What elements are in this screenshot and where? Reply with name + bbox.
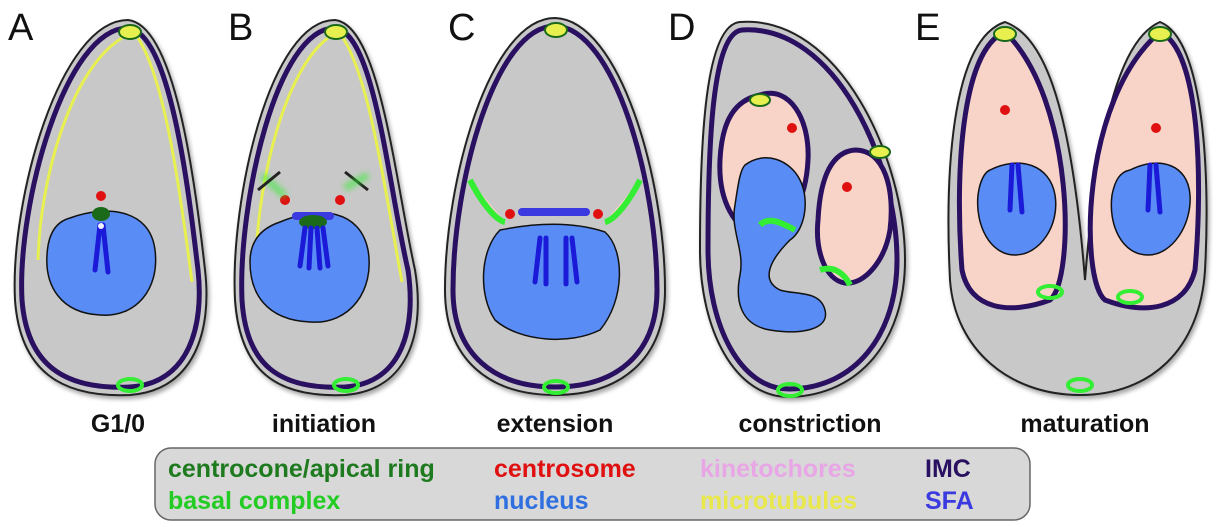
cell-maturation bbox=[949, 22, 1207, 395]
centrosome bbox=[787, 123, 797, 133]
apical-ring bbox=[870, 146, 890, 158]
panel-letter-d: D bbox=[668, 7, 695, 49]
cell-g1 bbox=[15, 20, 207, 395]
cell-extension bbox=[445, 18, 665, 395]
stage-label-initiation: initiation bbox=[272, 410, 376, 438]
centrosome bbox=[96, 191, 106, 201]
centrosome bbox=[335, 195, 345, 205]
panel-letter-c: C bbox=[448, 7, 475, 49]
legend-basal-complex: basal complex bbox=[168, 487, 340, 515]
centrosome bbox=[1151, 123, 1161, 133]
panel-letter-a: A bbox=[8, 7, 34, 49]
cell-constriction bbox=[700, 22, 905, 397]
apical-ring bbox=[119, 25, 141, 39]
centrosome bbox=[1000, 105, 1010, 115]
legend: centrocone/apical ring basal complex cen… bbox=[155, 448, 1030, 520]
legend-sfa: SFA bbox=[925, 487, 974, 515]
legend-imc: IMC bbox=[925, 455, 971, 483]
centrosome bbox=[842, 182, 852, 192]
legend-microtubules: microtubules bbox=[700, 487, 857, 515]
nucleus bbox=[484, 224, 620, 339]
panel-letter-e: E bbox=[915, 7, 940, 49]
centrosome bbox=[505, 209, 515, 219]
sfa bbox=[518, 208, 590, 216]
kinetochore bbox=[98, 223, 104, 229]
stage-label-extension: extension bbox=[497, 410, 614, 438]
apical-ring bbox=[750, 94, 770, 106]
daughter-cell bbox=[817, 150, 891, 283]
cell-body bbox=[235, 20, 418, 395]
stage-label-g1: G1/0 bbox=[91, 410, 145, 438]
stage-label-maturation: maturation bbox=[1020, 410, 1149, 438]
panel-letter-b: B bbox=[228, 7, 253, 49]
centrosome bbox=[593, 209, 603, 219]
apical-ring bbox=[545, 23, 567, 37]
centrocone bbox=[92, 207, 110, 221]
apical-ring bbox=[325, 25, 347, 39]
cell-initiation bbox=[235, 20, 418, 395]
legend-centrocone: centrocone/apical ring bbox=[168, 455, 435, 483]
apical-ring bbox=[994, 27, 1016, 41]
stage-label-constriction: constriction bbox=[738, 410, 881, 438]
legend-kinetochores: kinetochores bbox=[700, 455, 856, 483]
apical-ring bbox=[1149, 27, 1171, 41]
legend-nucleus: nucleus bbox=[494, 487, 588, 515]
legend-centrosome: centrosome bbox=[494, 455, 636, 483]
